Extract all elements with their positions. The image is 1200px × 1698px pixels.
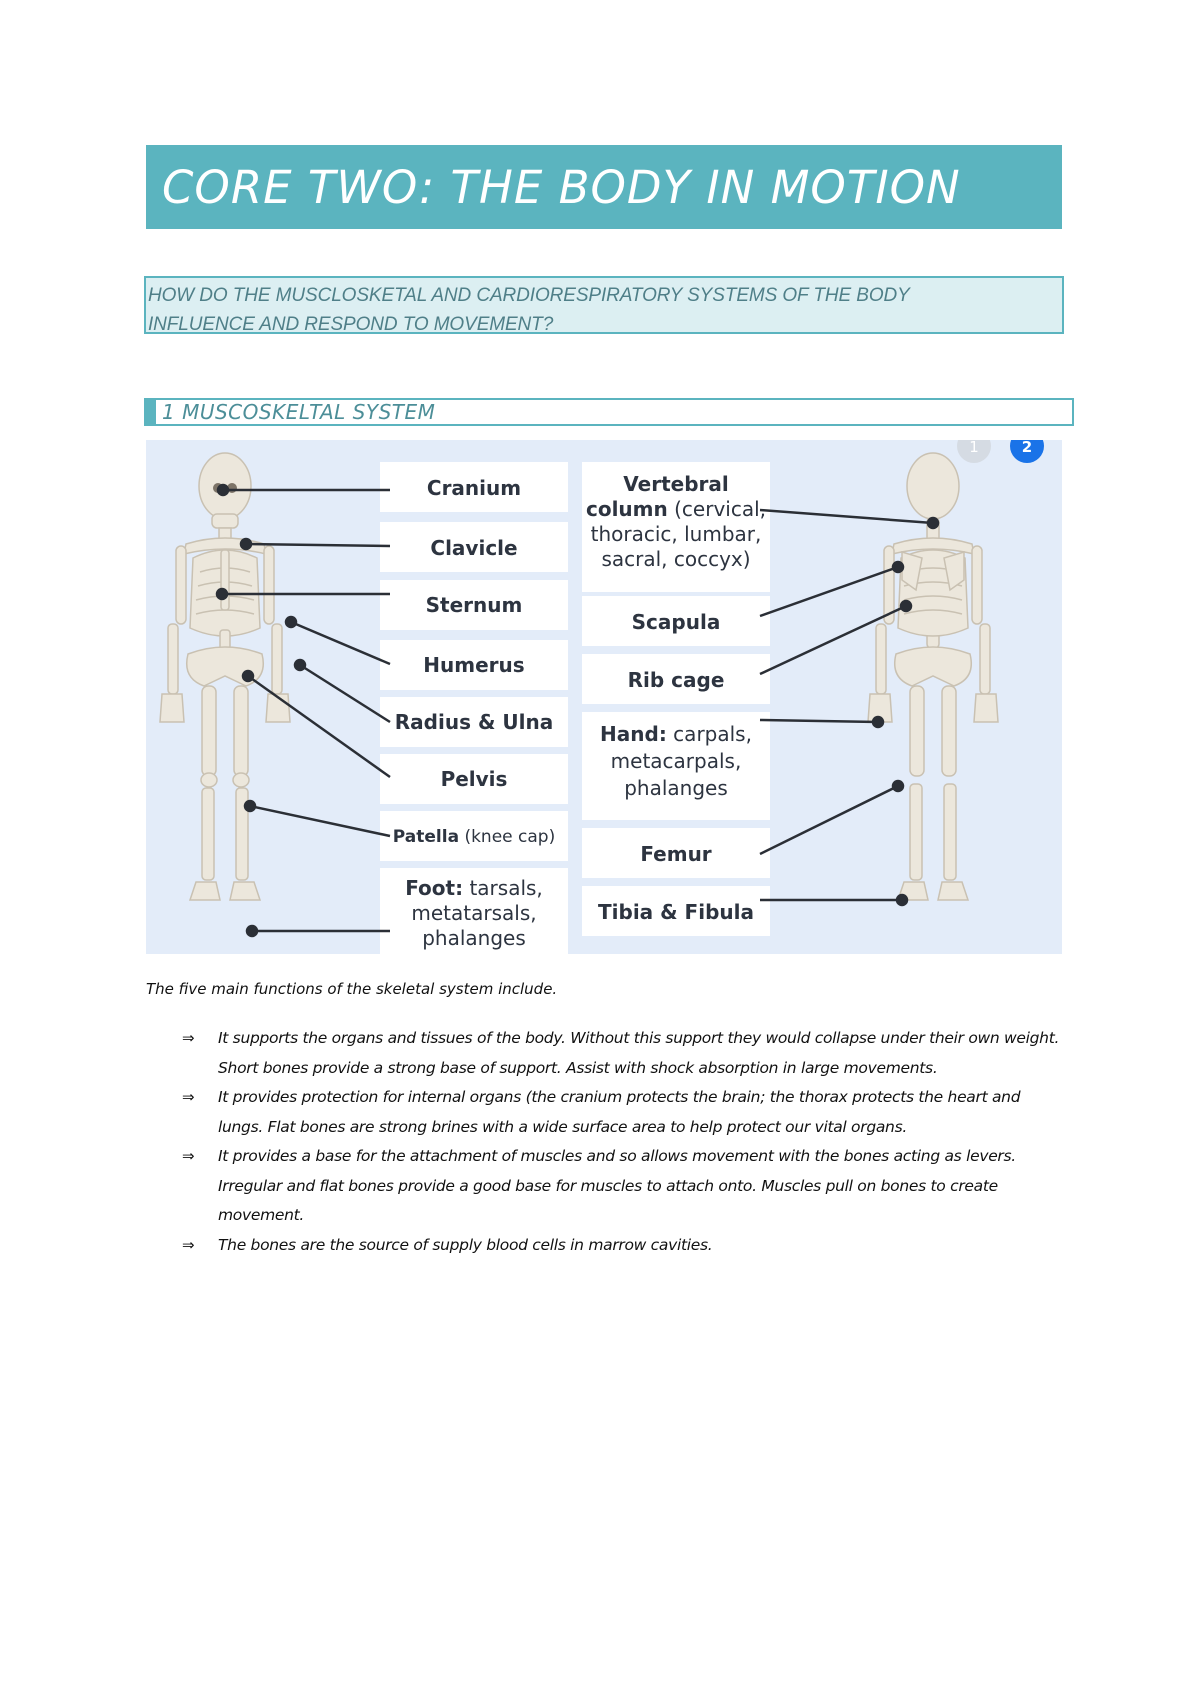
- label-foot-rest-1: tarsals,: [463, 876, 543, 900]
- label-vertebral-line-1: Vertebral: [623, 472, 728, 496]
- function-item-support: ⇒ It supports the organs and tissues of …: [182, 1024, 1062, 1083]
- functions-intro: The five main functions of the skeletal …: [146, 980, 557, 998]
- function-text: It provides a base for the attachment of…: [218, 1147, 1016, 1224]
- function-text: It provides protection for internal orga…: [218, 1088, 1020, 1136]
- pointer-dot-sternum: [217, 589, 227, 599]
- pointer-dot-hand: [873, 717, 883, 727]
- pointer-dot-pelvis: [243, 671, 253, 681]
- label-patella-rest: (knee cap): [459, 827, 555, 847]
- pointer-dot-humerus: [286, 617, 296, 627]
- label-hand-line-1: Hand: carpals,: [600, 722, 752, 746]
- label-tibia-fibula: Tibia & Fibula: [598, 900, 754, 924]
- label-vertebral-line-4: sacral, coccyx): [601, 547, 750, 571]
- pointer-dot-tibia-fibula: [897, 895, 907, 905]
- skeleton-diagram: 1 2: [146, 440, 1062, 954]
- label-foot-line-3: phalanges: [422, 926, 526, 950]
- pointer-dot-patella: [245, 801, 255, 811]
- pointer-dot-rib-cage: [901, 601, 911, 611]
- label-hand-line-2: metacarpals,: [611, 749, 742, 773]
- pointer-dot-clavicle: [241, 539, 251, 549]
- function-item-muscle-attachment: ⇒ It provides a base for the attachment …: [182, 1142, 1062, 1231]
- function-item-protection: ⇒ It provides protection for internal or…: [182, 1083, 1062, 1142]
- pointer-dot-foot: [247, 926, 257, 936]
- section-heading-text: 1 MUSCOSKELTAL SYSTEM: [162, 400, 435, 424]
- function-text: It supports the organs and tissues of th…: [218, 1029, 1059, 1077]
- pointer-dot-radius-ulna: [295, 660, 305, 670]
- label-sternum: Sternum: [426, 593, 523, 617]
- pager-label-1: 1: [969, 440, 979, 456]
- label-radius-ulna: Radius & Ulna: [395, 710, 553, 734]
- pointer-dot-femur: [893, 781, 903, 791]
- label-vertebral-line-2: column (cervical,: [586, 497, 766, 521]
- label-cranium: Cranium: [427, 476, 521, 500]
- label-humerus: Humerus: [423, 653, 524, 677]
- arrow-icon: ⇒: [182, 1231, 194, 1261]
- label-vertebral-bold: column: [586, 497, 668, 521]
- label-scapula: Scapula: [632, 610, 721, 634]
- function-item-blood-cells: ⇒ The bones are the source of supply blo…: [182, 1231, 1062, 1261]
- label-foot-bold: Foot:: [405, 876, 463, 900]
- label-clavicle: Clavicle: [430, 536, 517, 560]
- pager-label-2: 2: [1022, 440, 1032, 456]
- key-question-line-2: INFLUENCE AND RESPOND TO MOVEMENT?: [148, 310, 1062, 339]
- label-foot-line-1: Foot: tarsals,: [405, 876, 543, 900]
- key-question-box: HOW DO THE MUSCLOSKETAL AND CARDIORESPIR…: [144, 276, 1064, 334]
- label-foot-line-2: metatarsals,: [411, 901, 536, 925]
- label-rib-cage: Rib cage: [628, 668, 725, 692]
- pointer-dot-vertebral-column: [928, 518, 938, 528]
- pointer-dot-scapula: [893, 562, 903, 572]
- page-title: CORE TWO: THE BODY IN MOTION: [162, 161, 961, 214]
- label-vertebral-rest: (cervical,: [668, 497, 766, 521]
- section-heading-bar: [146, 400, 156, 424]
- functions-list: ⇒ It supports the organs and tissues of …: [182, 1024, 1062, 1260]
- pointer-dot-cranium: [218, 485, 228, 495]
- arrow-icon: ⇒: [182, 1083, 194, 1113]
- function-text: The bones are the source of supply blood…: [218, 1236, 712, 1254]
- title-banner: CORE TWO: THE BODY IN MOTION: [146, 145, 1062, 229]
- label-femur: Femur: [640, 842, 711, 866]
- key-question-line-1: HOW DO THE MUSCLOSKETAL AND CARDIORESPIR…: [148, 281, 1062, 310]
- arrow-icon: ⇒: [182, 1024, 194, 1054]
- label-patella: Patella (knee cap): [393, 827, 555, 847]
- arrow-icon: ⇒: [182, 1142, 194, 1172]
- label-patella-bold: Patella: [393, 827, 459, 847]
- label-hand-bold: Hand:: [600, 722, 667, 746]
- section-heading: 1 MUSCOSKELTAL SYSTEM: [144, 398, 1074, 426]
- label-hand-rest-1: carpals,: [667, 722, 752, 746]
- label-vertebral-line-3: thoracic, lumbar,: [591, 522, 762, 546]
- label-hand-line-3: phalanges: [624, 776, 728, 800]
- label-pelvis: Pelvis: [441, 767, 508, 791]
